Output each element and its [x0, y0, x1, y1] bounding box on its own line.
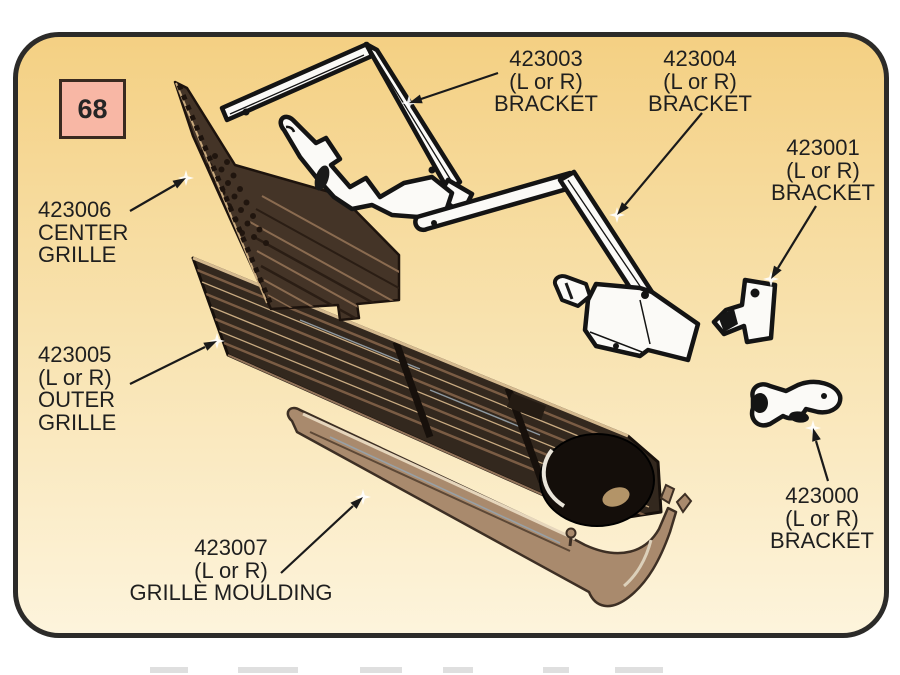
- part-number: 423003: [509, 46, 583, 71]
- diagram-panel: [13, 32, 889, 638]
- part-name: BRACKET: [648, 91, 752, 116]
- arrow-to-grille-moulding-423007: [280, 489, 371, 574]
- label-bracket-423001: 423001 (L or R) BRACKET: [771, 135, 875, 205]
- center-grille-drawing: [173, 80, 401, 322]
- part-number: 423006: [38, 197, 112, 222]
- part-side: (L or R): [786, 157, 860, 183]
- grille-moulding-drawing: [286, 406, 693, 608]
- moulding-stud: [565, 527, 577, 539]
- part-number: 423000: [785, 483, 859, 508]
- part-name: BRACKET: [494, 91, 598, 116]
- part-name: CENTER: [38, 219, 129, 245]
- pointer-arrows: [129, 71, 830, 574]
- part-name: OUTER: [38, 387, 115, 412]
- part-side: (L or R): [38, 364, 112, 390]
- label-bracket-423004: 423004 (L or R) BRACKET: [648, 46, 752, 116]
- label-grille-moulding-423007: 423007 (L or R) GRILLE MOULDING: [129, 535, 333, 605]
- part-name: BRACKET: [771, 180, 875, 205]
- page-number: 68: [77, 93, 108, 124]
- part-side: (L or R): [194, 557, 268, 583]
- arrow-to-center-grille-423006: [129, 170, 194, 212]
- label-center-grille-423006: 423006 CENTER GRILLE: [38, 197, 129, 267]
- part-side: (L or R): [663, 68, 737, 94]
- part-number: 423004: [663, 46, 737, 71]
- part-name: GRILLE: [38, 242, 117, 267]
- bracket-423004-drawing: [413, 169, 701, 363]
- page-number-box: 68: [59, 79, 126, 139]
- part-number: 423007: [194, 535, 268, 560]
- label-outer-grille-423005: 423005 (L or R) OUTER GRILLE: [38, 342, 117, 435]
- part-name: BRACKET: [770, 528, 874, 553]
- part-number: 423001: [786, 135, 860, 160]
- part-name: GRILLE: [38, 409, 117, 435]
- moulding-clip-prong: [675, 492, 693, 514]
- bracket-423000-drawing: [749, 379, 843, 428]
- part-side: (L or R): [785, 505, 859, 531]
- moulding-clip-prong: [659, 483, 676, 505]
- label-bracket-423000: 423000 (L or R) BRACKET: [770, 483, 874, 553]
- bracket-423003-drawing: [219, 41, 475, 220]
- label-bracket-423003: 423003 (L or R) BRACKET: [494, 46, 598, 116]
- part-side: (L or R): [509, 68, 583, 94]
- arrow-to-outer-grille-423005: [129, 333, 225, 385]
- arrow-to-bracket-423003: [401, 71, 499, 111]
- arrow-to-bracket-423001: [763, 205, 817, 287]
- part-name: GRILLE MOULDING: [129, 580, 333, 605]
- part-number: 423005: [38, 342, 112, 367]
- arrow-to-bracket-423004: [609, 112, 703, 223]
- arrow-to-bracket-423000: [805, 420, 830, 482]
- headlamp-bucket: [539, 433, 655, 527]
- bracket-423001-drawing: [711, 277, 778, 345]
